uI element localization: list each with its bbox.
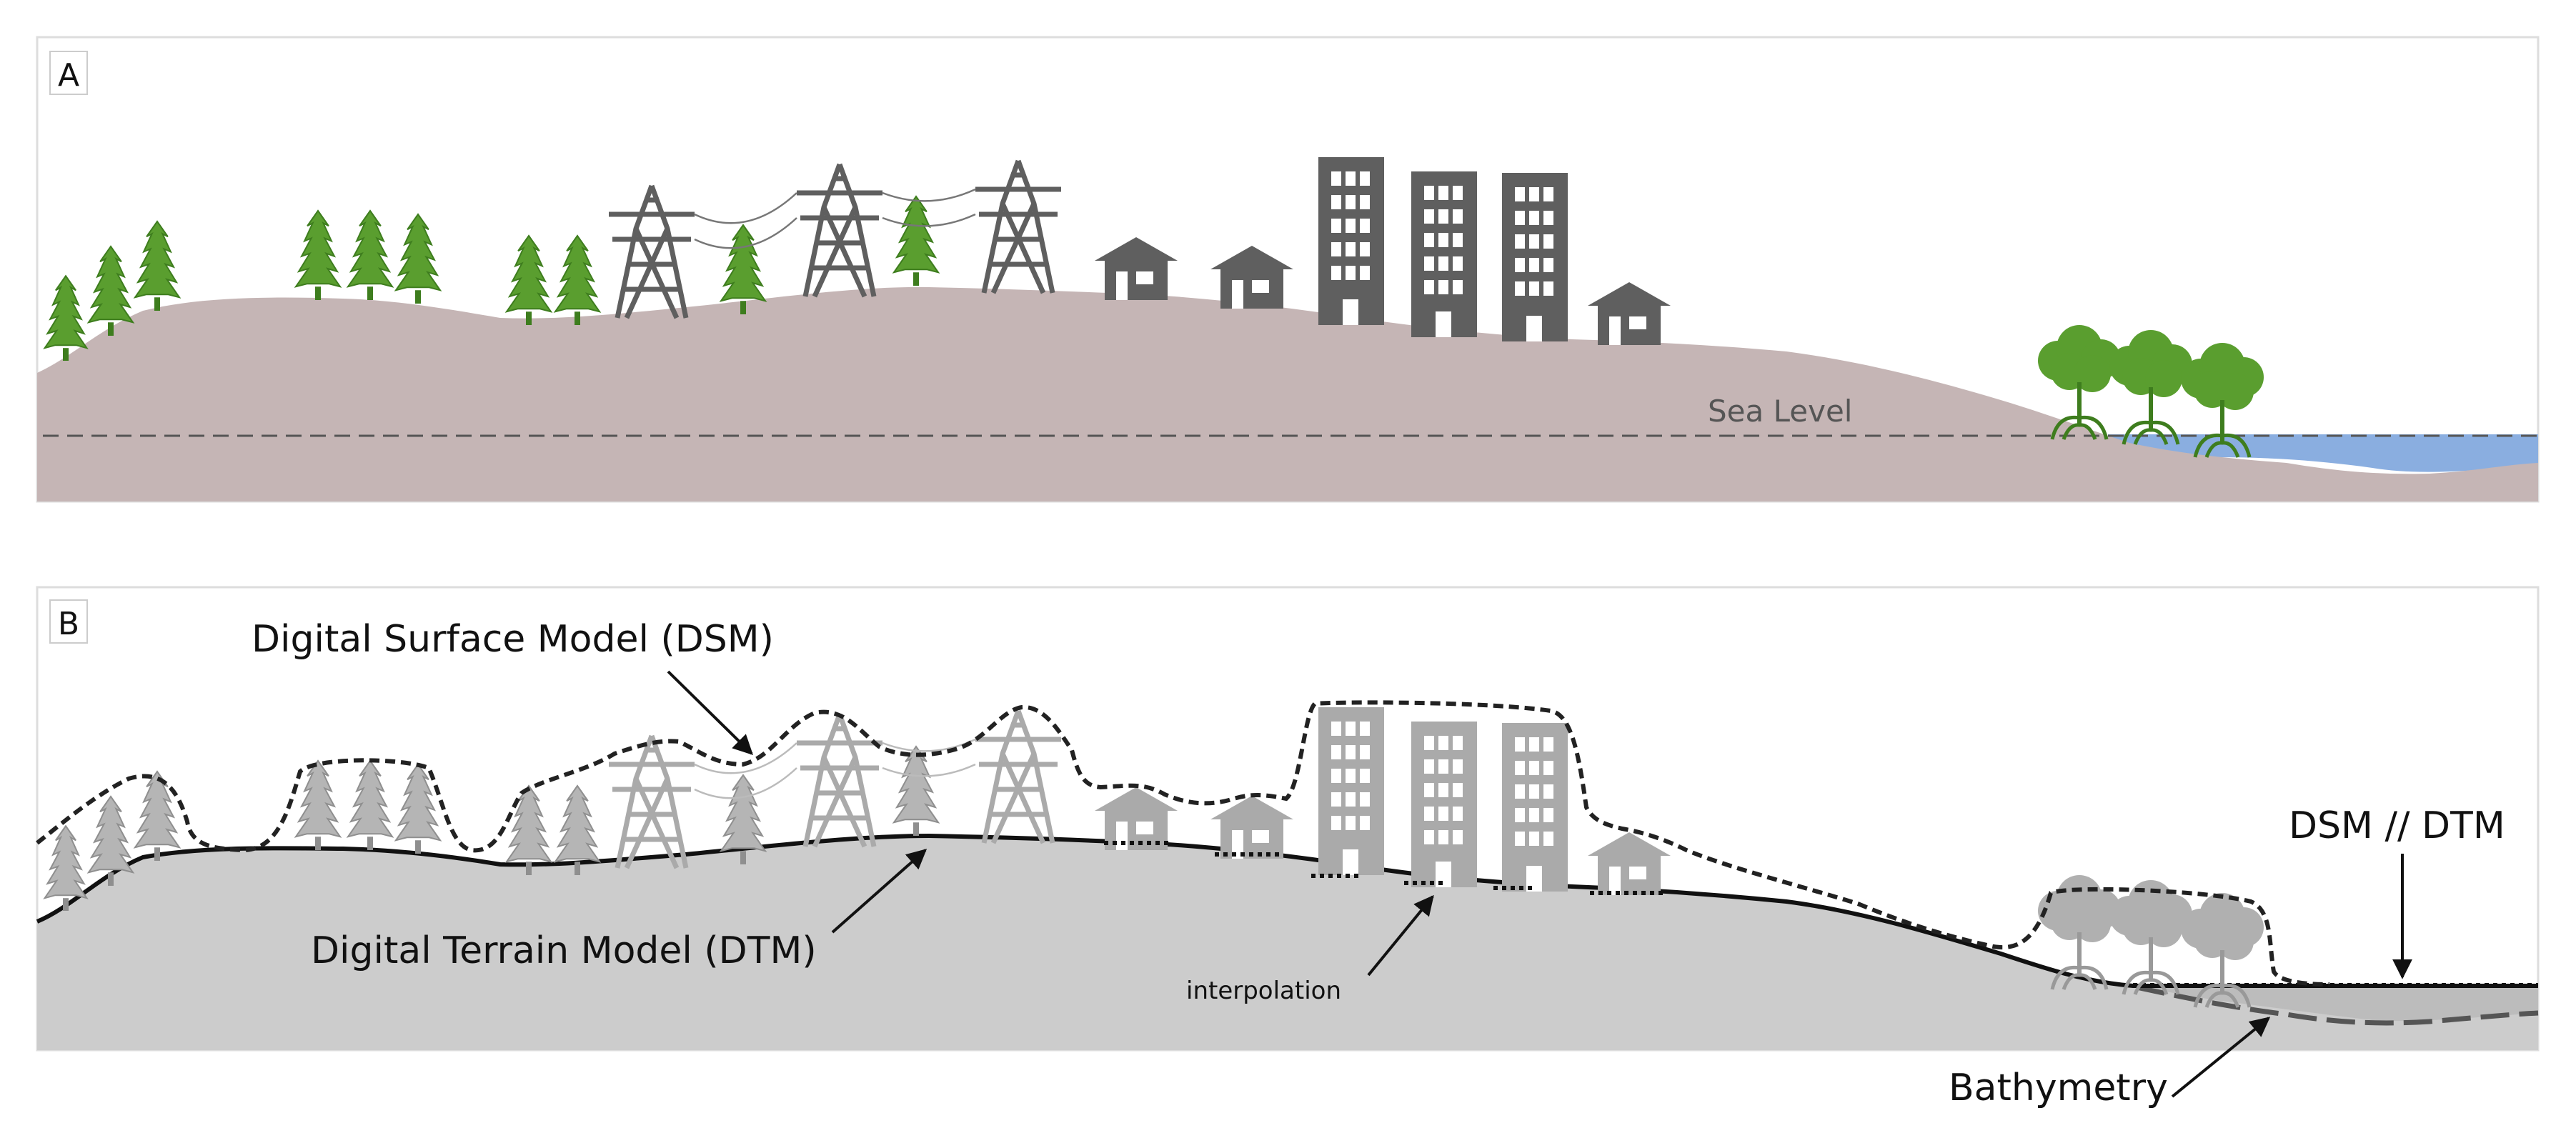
panel-a: A Sea Level bbox=[36, 36, 2540, 503]
pine-tree-icon bbox=[553, 234, 602, 325]
mangrove-tree-icon bbox=[2181, 893, 2264, 1008]
panel-b-letter-box bbox=[49, 599, 88, 644]
pine-tree-icon bbox=[394, 213, 442, 304]
panel-b-letter: B bbox=[58, 606, 79, 642]
mangrove-tree-icon bbox=[2109, 330, 2192, 445]
apartment-building-icon bbox=[1318, 707, 1384, 875]
mangrove-tree-icon bbox=[2181, 343, 2264, 458]
dsm-label: Digital Surface Model (DSM) bbox=[252, 618, 774, 661]
pine-tree-icon bbox=[86, 795, 135, 886]
power-tower-icon bbox=[797, 713, 882, 848]
bathymetry-label: Bathymetry bbox=[1949, 1067, 2168, 1109]
apartment-building-icon bbox=[1502, 173, 1568, 341]
house-icon bbox=[1588, 282, 1671, 345]
power-tower-icon bbox=[609, 734, 695, 869]
panel-a-letter: A bbox=[58, 57, 79, 94]
power-tower-icon bbox=[975, 159, 1061, 294]
pine-tree-icon bbox=[504, 234, 553, 325]
mangroves-b bbox=[2038, 875, 2264, 1008]
pine-tree-icon bbox=[294, 759, 342, 850]
mangrove-tree-icon bbox=[2038, 325, 2121, 440]
power-tower-icon bbox=[975, 709, 1061, 844]
houses-a bbox=[1095, 237, 1671, 345]
pine-tree-icon bbox=[133, 770, 181, 861]
apartment-building-icon bbox=[1411, 722, 1477, 887]
pine-tree-icon bbox=[43, 274, 89, 361]
interpolation-segments bbox=[1104, 841, 1665, 895]
bathymetry-arrow bbox=[2171, 1017, 2271, 1098]
mangroves-a bbox=[2038, 325, 2264, 458]
power-tower-icon bbox=[797, 163, 882, 298]
dtm-arrow bbox=[831, 849, 928, 934]
pine-tree-icon bbox=[553, 784, 602, 875]
interpolation-arrow bbox=[1367, 894, 1434, 977]
dtm-line bbox=[36, 833, 2538, 988]
power-lines bbox=[694, 188, 976, 249]
power-tower-icon bbox=[609, 184, 695, 319]
pine-tree-icon bbox=[43, 824, 89, 911]
house-icon bbox=[1210, 246, 1293, 309]
dtm-label: Digital Terrain Model (DTM) bbox=[311, 929, 817, 972]
apartment-building-icon bbox=[1502, 723, 1568, 892]
pine-tree-icon bbox=[294, 209, 342, 300]
house-icon bbox=[1210, 796, 1293, 859]
dsm-arrow bbox=[667, 670, 753, 755]
bathymetry-line bbox=[2136, 984, 2539, 1026]
forest-a bbox=[43, 195, 940, 361]
interpolation-label: interpolation bbox=[1186, 977, 1341, 1005]
terrain-land-b bbox=[37, 836, 2538, 1050]
dsm-dtm-label: DSM // DTM bbox=[2289, 804, 2505, 847]
forest-b bbox=[43, 745, 940, 911]
pine-tree-icon bbox=[719, 774, 767, 864]
pine-tree-icon bbox=[394, 763, 442, 854]
power-lines bbox=[694, 738, 976, 799]
power-towers-b bbox=[609, 709, 1061, 869]
mangrove-tree-icon bbox=[2038, 875, 2121, 990]
pine-tree-icon bbox=[86, 245, 135, 336]
water-b bbox=[2133, 986, 2538, 1022]
pine-tree-icon bbox=[719, 224, 767, 314]
house-icon bbox=[1588, 832, 1671, 895]
pine-tree-icon bbox=[346, 759, 394, 850]
buildings-b bbox=[1318, 707, 1568, 892]
pine-tree-icon bbox=[133, 220, 181, 311]
panel-a-letter-box bbox=[49, 51, 88, 95]
house-icon bbox=[1095, 787, 1178, 850]
apartment-building-icon bbox=[1411, 171, 1477, 337]
dsm-line bbox=[36, 700, 2330, 987]
power-towers-a bbox=[609, 159, 1061, 319]
terrain-land-a bbox=[37, 286, 2538, 501]
house-icon bbox=[1095, 237, 1178, 300]
panel-b: B Digital Surface Model (DSM) Digital Te… bbox=[36, 586, 2540, 1109]
sea-level-label: Sea Level bbox=[1708, 394, 1852, 429]
buildings-a bbox=[1318, 157, 1568, 341]
houses-b bbox=[1095, 787, 1671, 895]
pine-tree-icon bbox=[504, 784, 553, 875]
apartment-building-icon bbox=[1318, 157, 1384, 325]
pine-tree-icon bbox=[346, 209, 394, 300]
